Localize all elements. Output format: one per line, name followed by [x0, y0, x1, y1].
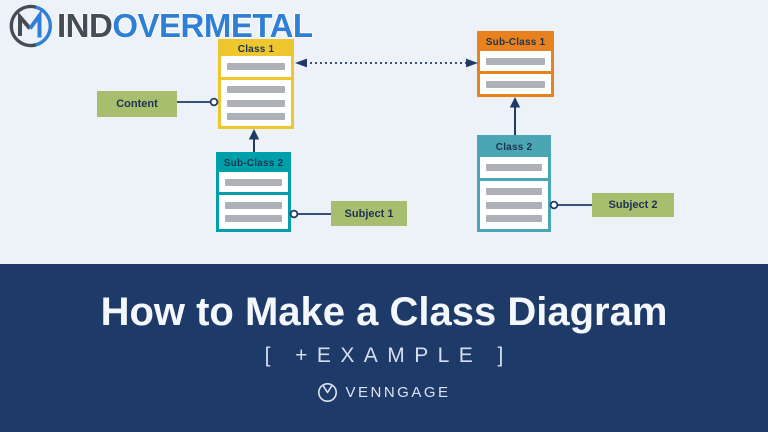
venngage-clock-icon [318, 383, 338, 402]
field-bar [225, 178, 282, 186]
subject1-connector [289, 209, 331, 219]
content-connector [177, 97, 219, 107]
uml-class1-methods [221, 77, 291, 126]
uml-subclass2-methods [219, 192, 288, 229]
logo-wordmark: INDOVERMETAL [57, 7, 313, 45]
subject1-label: Subject 1 [331, 201, 407, 226]
field-bar [486, 57, 545, 65]
inheritance-arrow-subclass2 [248, 129, 260, 152]
subject2-label: Subject 2 [592, 193, 674, 217]
uml-class2-attributes [480, 157, 548, 178]
field-bar [227, 63, 285, 70]
mindovermetal-logo: INDOVERMETAL [8, 3, 313, 49]
poster-subtitle: [ +EXAMPLE ] [264, 344, 513, 367]
uml-class2-title: Class 2 [480, 138, 548, 157]
uml-subclass1-box: Sub-Class 1 [477, 31, 554, 97]
field-bar [227, 112, 285, 120]
m-circle-icon [9, 4, 53, 48]
diagram-section: Class 1 Sub-Class 1 Sub-Class 2 [0, 0, 768, 264]
field-bar [486, 187, 542, 195]
uml-class1-title: Class 1 [221, 42, 291, 56]
dotted-double-arrow [295, 58, 478, 68]
field-bar [486, 215, 542, 223]
field-bar [486, 201, 542, 209]
logo-text-dark: IND [57, 7, 113, 44]
uml-class2-box: Class 2 [477, 135, 551, 232]
poster-title: How to Make a Class Diagram [100, 290, 668, 334]
logo-text-blue: OVERMETAL [112, 7, 313, 44]
inheritance-arrow-class2 [509, 97, 521, 135]
venngage-brand: VENNGAGE [0, 382, 768, 403]
field-bar [225, 215, 282, 223]
uml-subclass2-box: Sub-Class 2 [216, 152, 291, 232]
field-bar [225, 201, 282, 209]
field-bar [227, 99, 285, 107]
field-bar [227, 86, 285, 94]
uml-subclass2-title: Sub-Class 2 [219, 155, 288, 172]
field-bar [486, 164, 542, 171]
uml-class1-attributes [221, 56, 291, 77]
field-bar [486, 80, 545, 88]
uml-subclass1-title: Sub-Class 1 [480, 34, 551, 51]
title-banner: How to Make a Class Diagram [ +EXAMPLE ]… [0, 264, 768, 432]
connector-lines [177, 58, 592, 219]
venngage-brand-text: VENNGAGE [345, 384, 451, 401]
uml-class2-methods [480, 178, 548, 229]
uml-class1-box: Class 1 [218, 39, 294, 129]
uml-subclass2-attributes [219, 172, 288, 192]
subject2-connector [549, 200, 592, 210]
uml-subclass1-methods [480, 71, 551, 94]
content-label: Content [97, 91, 177, 117]
uml-subclass1-attributes [480, 51, 551, 71]
